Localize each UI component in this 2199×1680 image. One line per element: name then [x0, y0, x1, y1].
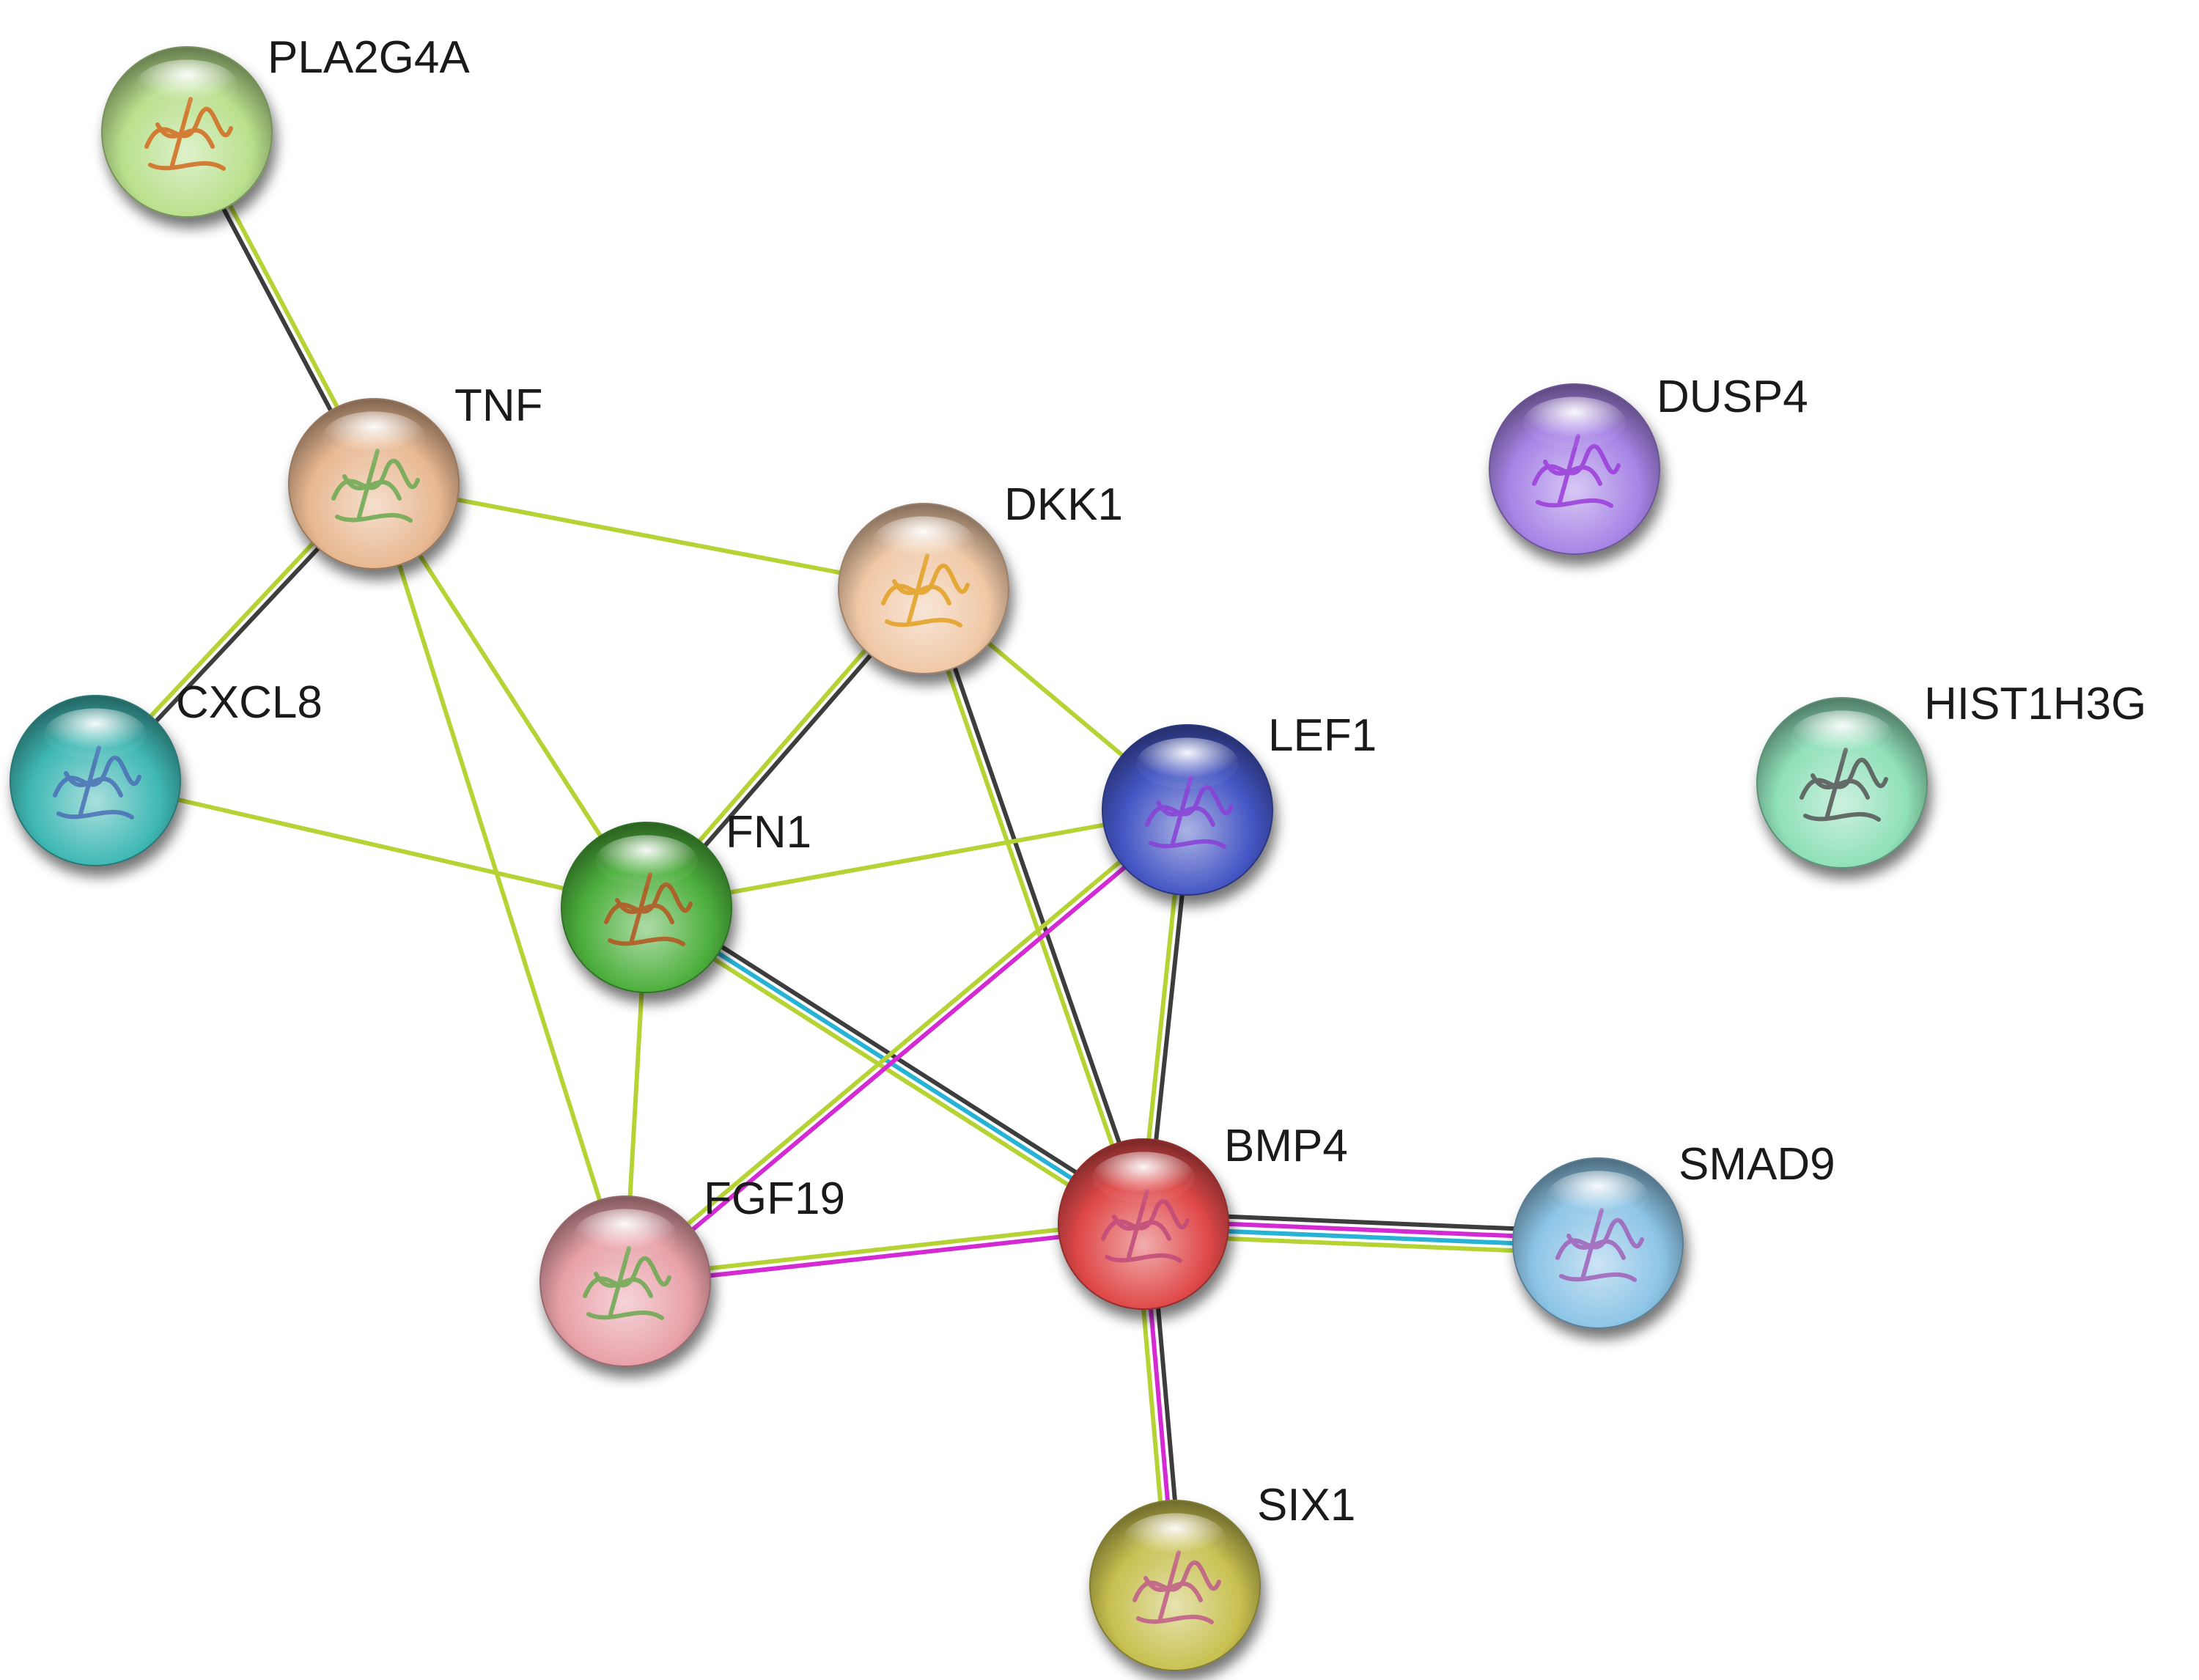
protein-structure-icon — [1555, 1208, 1644, 1282]
edge-evidence-coexpression — [924, 586, 1149, 1224]
edge-evidence-textmining — [646, 808, 1188, 910]
protein-structure-icon — [53, 745, 141, 819]
edge-evidence-textmining — [641, 911, 1141, 1232]
protein-structure-icon — [1800, 748, 1888, 822]
edge-evidence-textmining — [373, 482, 924, 591]
node-gloss — [1523, 397, 1626, 448]
protein-structure-icon — [1145, 775, 1234, 849]
protein-structure-icon — [1132, 1550, 1221, 1624]
node-label-fn1: FN1 — [726, 807, 811, 858]
node-dkk1[interactable] — [838, 503, 1009, 674]
edge-fn1-bmp4[interactable] — [641, 899, 1149, 1232]
node-label-cxcl8: CXCL8 — [176, 677, 323, 728]
edge-evidence-textmining — [621, 805, 1187, 1281]
edge-tnf-dkk1[interactable] — [373, 482, 924, 591]
protein-structure-icon — [881, 553, 970, 627]
node-label-tnf: TNF — [454, 380, 543, 431]
edge-evidence-experiments — [626, 811, 1192, 1286]
node-label-dusp4: DUSP4 — [1657, 372, 1808, 422]
node-fn1[interactable] — [561, 822, 732, 993]
node-six1[interactable] — [1089, 1500, 1261, 1671]
node-dusp4[interactable] — [1489, 383, 1660, 555]
edge-lef1-fgf19[interactable] — [621, 805, 1192, 1286]
edge-tnf-fgf19[interactable] — [372, 483, 627, 1282]
node-pla2g4a[interactable] — [101, 46, 273, 218]
edge-evidence-textmining — [95, 778, 647, 910]
node-label-fgf19: FGF19 — [704, 1174, 845, 1224]
edge-evidence-textmining — [372, 483, 627, 1282]
node-label-hist1h3g: HIST1H3G — [1924, 679, 2146, 729]
node-hist1h3g[interactable] — [1756, 697, 1928, 869]
node-label-smad9: SMAD9 — [1679, 1139, 1835, 1190]
node-lef1[interactable] — [1102, 724, 1273, 896]
node-gloss — [44, 708, 147, 759]
node-smad9[interactable] — [1512, 1157, 1684, 1329]
node-gloss — [323, 411, 425, 463]
node-label-six1: SIX1 — [1257, 1480, 1355, 1530]
node-label-dkk1: DKK1 — [1004, 479, 1123, 530]
edge-cxcl8-fn1[interactable] — [95, 778, 647, 910]
node-gloss — [1791, 710, 1893, 762]
node-cxcl8[interactable] — [10, 695, 181, 866]
node-fgf19[interactable] — [539, 1195, 711, 1367]
node-label-pla2g4a: PLA2G4A — [268, 32, 470, 83]
node-gloss — [872, 516, 975, 567]
edge-evidence-databases — [645, 905, 1145, 1226]
protein-structure-icon — [604, 872, 693, 946]
node-gloss — [1092, 1152, 1195, 1203]
nodes-layer — [10, 46, 1928, 1671]
node-bmp4[interactable] — [1058, 1138, 1229, 1310]
edge-dkk1-bmp4[interactable] — [918, 586, 1149, 1226]
node-gloss — [595, 835, 698, 886]
edge-evidence-textmining — [918, 589, 1143, 1226]
edge-evidence-experiments — [625, 1225, 1144, 1287]
protein-structure-icon — [144, 97, 233, 171]
edges-layer — [91, 129, 1599, 1587]
node-gloss — [574, 1209, 677, 1260]
node-gloss — [1136, 737, 1239, 789]
protein-structure-icon — [583, 1246, 671, 1320]
edge-evidence-textmining — [625, 1218, 1143, 1281]
node-gloss — [136, 59, 238, 111]
node-tnf[interactable] — [288, 398, 460, 570]
edge-evidence-coexpression — [649, 899, 1149, 1220]
node-gloss — [1124, 1513, 1226, 1564]
protein-structure-icon — [1532, 434, 1621, 508]
node-label-bmp4: BMP4 — [1224, 1121, 1348, 1171]
node-label-lef1: LEF1 — [1268, 710, 1377, 761]
edge-fgf19-bmp4[interactable] — [625, 1218, 1144, 1287]
node-gloss — [1547, 1171, 1649, 1222]
protein-structure-icon — [331, 449, 420, 523]
edge-fn1-lef1[interactable] — [646, 808, 1188, 910]
protein-structure-icon — [1101, 1189, 1190, 1263]
